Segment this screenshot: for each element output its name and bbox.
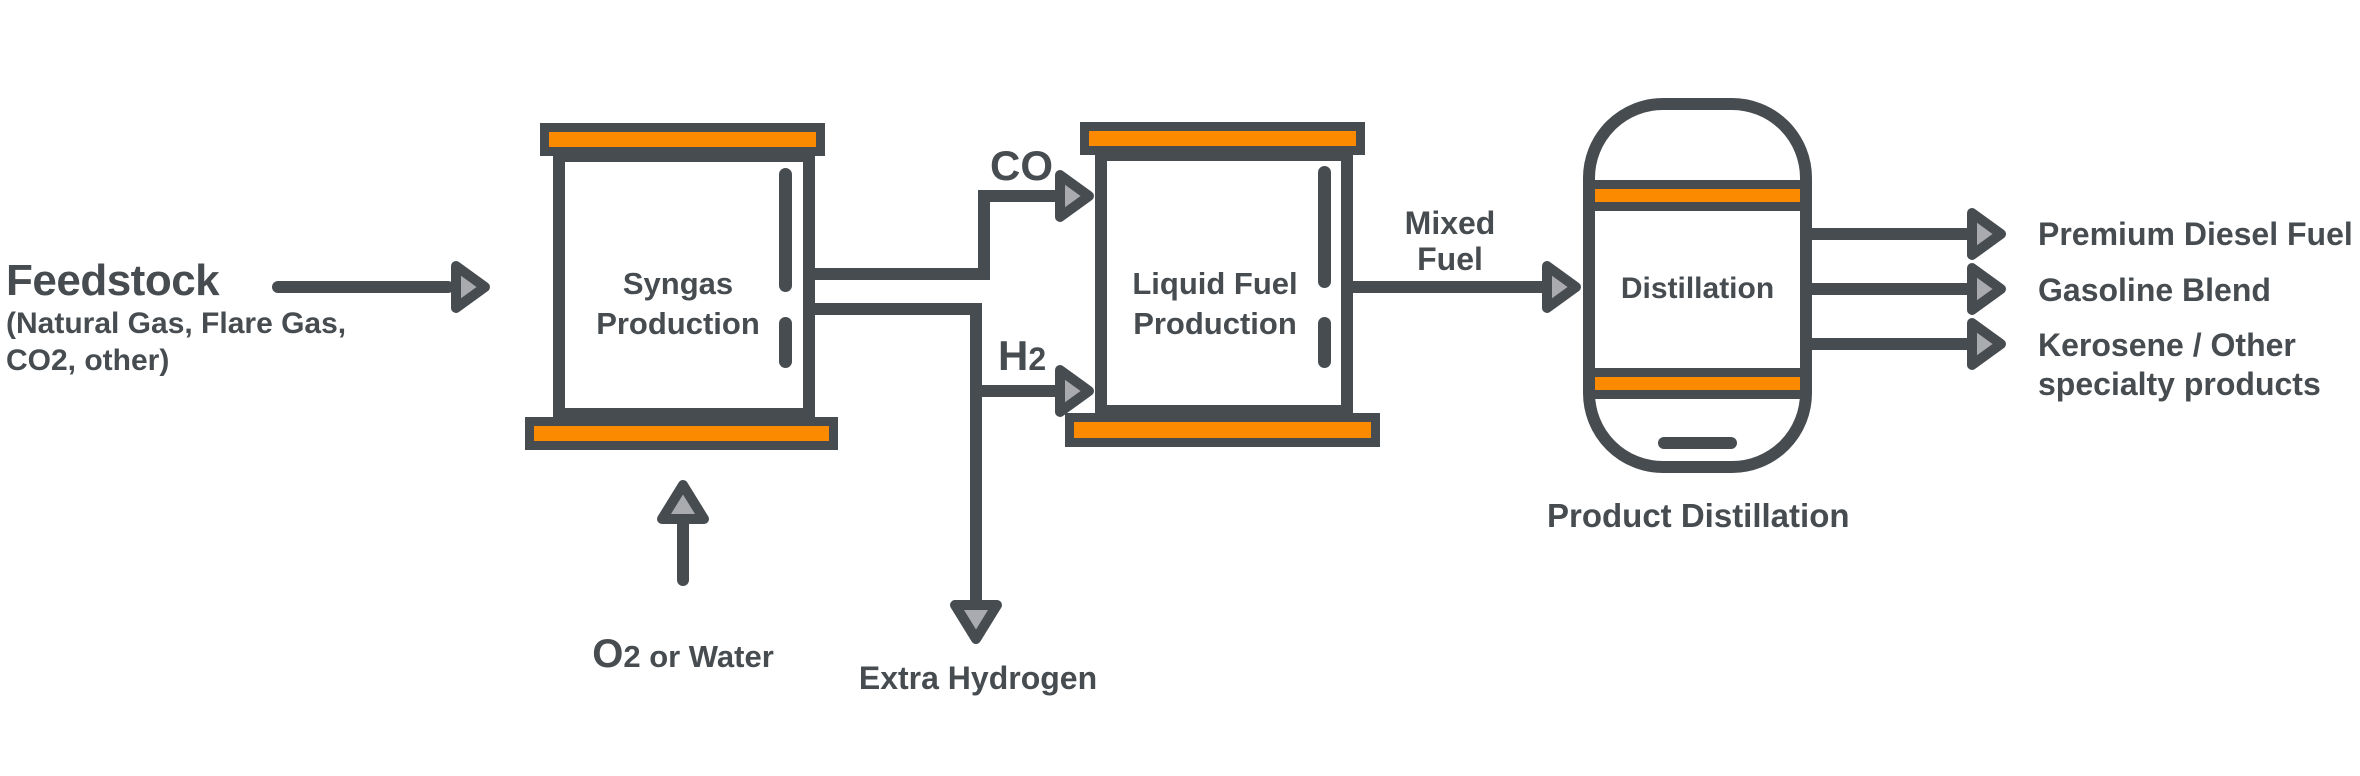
distillation-bottom-band [1595,368,1800,399]
liquid-fuel-label-line2: Production [1133,306,1297,341]
syngas-box [553,150,815,420]
liquid-fuel-gauge-dash-long [1318,166,1331,288]
syngas-label-line2: Production [596,306,760,341]
o2-water-arrow-shaft [677,523,689,586]
liquid-fuel-gauge-dash-short [1318,317,1331,368]
output-label-kerosene-line2: specialty products [2038,366,2321,402]
liquid-fuel-bottom-flange [1065,413,1380,447]
co-arrowhead-icon [1055,170,1094,222]
output-line-kerosene [1812,338,1970,350]
syngas-upper-outlet-line [815,268,990,280]
extra-hydrogen-arrowhead-icon [950,600,1002,644]
feedstock-flow-line [272,281,454,293]
co-flow-line [978,190,1058,202]
output-line-gasoline-blend [1812,283,1970,295]
h2-downcomer-line [970,303,982,603]
liquid-fuel-label: Liquid Fuel Production [1095,264,1335,344]
mixed-fuel-label-line1: Mixed [1404,205,1496,241]
liquid-fuel-label-line1: Liquid Fuel [1132,266,1298,301]
co-label: CO [990,142,1053,189]
distillation-vessel [1583,98,1812,473]
output-arrowhead-kerosene-icon [1967,318,2006,370]
output-label-premium-diesel: Premium Diesel Fuel [2038,216,2353,252]
distillation-top-band [1595,180,1800,211]
feedstock-subtitle-line2: CO2, other) [6,344,170,377]
distillation-label: Distillation [1620,272,1775,305]
o2-water-label-o: O [592,632,624,676]
feedstock-subtitle-line1: (Natural Gas, Flare Gas, [6,307,347,340]
output-arrowhead-premium-diesel-icon [1967,208,2006,260]
o2-water-arrowhead-icon [657,480,709,524]
syngas-label-line1: Syngas [622,266,734,301]
syngas-gauge-dash-short [779,317,792,368]
output-line-premium-diesel [1812,228,1970,240]
h2-flow-line [970,385,1058,397]
syngas-lower-outlet-line [815,303,982,315]
o2-water-label: O2 or Water [563,632,803,679]
output-arrowhead-gasoline-blend-icon [1967,263,2006,315]
mixed-fuel-label-line2: Fuel [1417,241,1483,277]
syngas-label: Syngas Production [553,264,803,344]
feedstock-arrowhead-icon [451,261,490,313]
syngas-bottom-flange [525,417,838,450]
output-label-gasoline-blend: Gasoline Blend [2038,272,2271,308]
liquid-fuel-top-flange [1080,122,1365,155]
co-riser-line [978,190,990,280]
output-label-kerosene: Kerosene / Other specialty products [2038,326,2321,404]
distillation-bottom-dash [1658,437,1737,449]
h2-label-sub: 2 [1028,341,1047,377]
h2-arrowhead-icon [1055,365,1094,417]
o2-water-label-rest: or Water [640,639,774,674]
feedstock-title: Feedstock [6,256,220,305]
extra-hydrogen-label: Extra Hydrogen [858,660,1098,696]
syngas-top-flange [540,123,825,156]
h2-label-main: H [998,332,1029,379]
distillation-caption: Product Distillation [1547,497,1850,534]
h2-label: H2 [998,332,1046,380]
output-label-kerosene-line1: Kerosene / Other [2038,327,2296,363]
mixed-fuel-flow-line [1353,281,1545,293]
syngas-gauge-dash-long [779,168,792,292]
mixed-fuel-arrowhead-icon [1542,261,1581,313]
mixed-fuel-label: Mixed Fuel [1355,205,1545,277]
o2-water-label-2: 2 [623,639,641,674]
